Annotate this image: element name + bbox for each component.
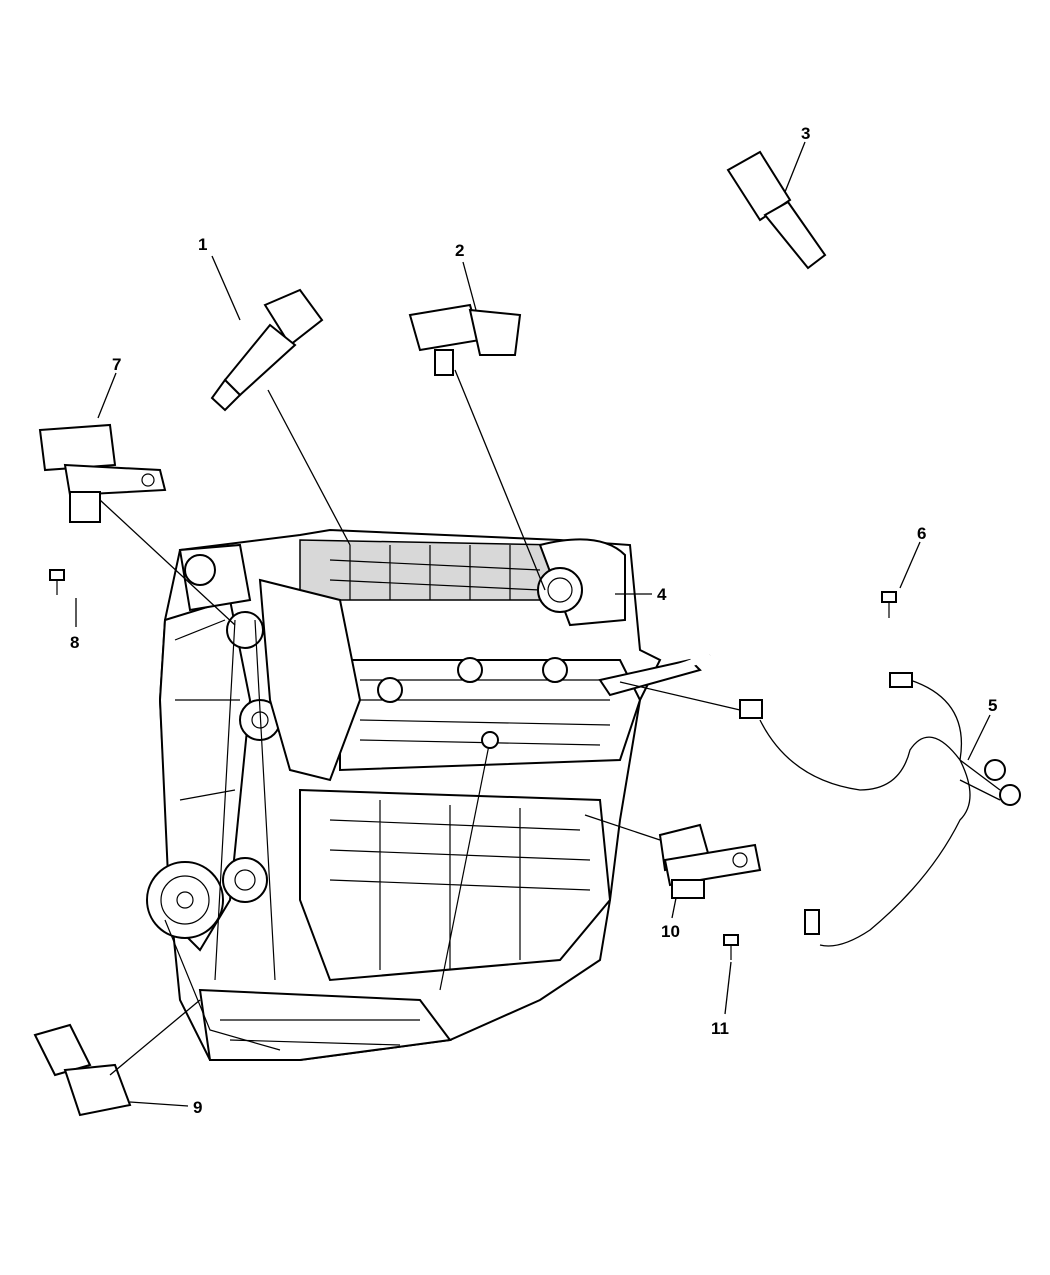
part-10-sensor [658,823,762,899]
callout-label: 11 [711,1019,729,1038]
part-7-sensor [38,423,167,523]
callout-2: 2 [455,241,477,311]
engine-assembly [146,528,712,1061]
callout-11: 11 [711,961,732,1038]
part-11-bolt [723,934,739,960]
callout-label: 9 [193,1098,202,1117]
callout-5: 5 [967,696,997,761]
callout-10: 10 [661,897,680,941]
callout-8: 8 [70,598,79,652]
callout-label: 1 [198,235,207,254]
callout-6: 6 [899,524,926,589]
callout-label: 3 [801,124,810,143]
callout-1: 1 [198,235,241,321]
callout-label: 4 [657,585,667,604]
callout-label: 6 [917,524,926,543]
callout-3: 3 [784,124,810,193]
part-6-bolt [881,591,897,618]
part-9-sensor [33,1023,132,1117]
callout-9: 9 [129,1098,202,1117]
callout-label: 10 [661,922,680,941]
callout-7: 7 [97,355,121,419]
callout-label: 2 [455,241,464,260]
callout-label: 5 [988,696,997,715]
callout-label: 7 [112,355,121,374]
part-8-bolt [49,569,65,595]
part-5-wiring-harness [739,672,1021,947]
part-3-sensor [726,150,827,270]
callout-label: 8 [70,633,79,652]
install-leader-lines [99,369,741,1076]
part-2-sensor [408,303,522,376]
part-1-sensor [210,288,324,412]
callout-4: 4 [615,585,667,604]
